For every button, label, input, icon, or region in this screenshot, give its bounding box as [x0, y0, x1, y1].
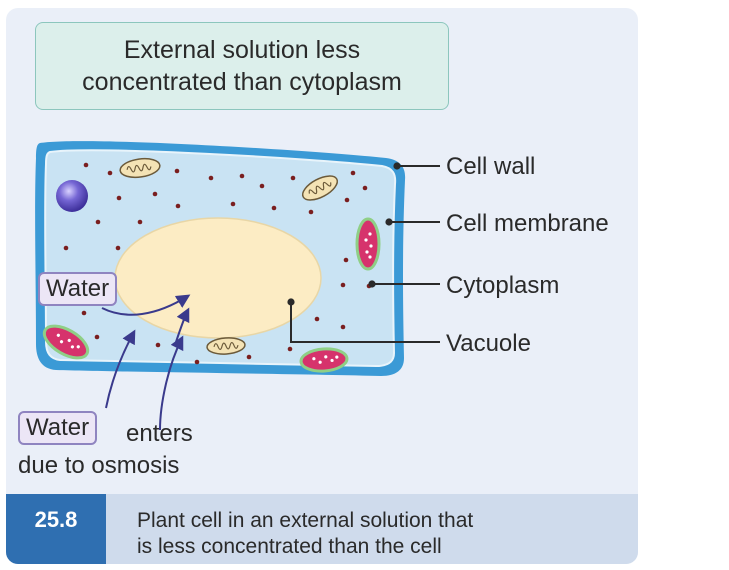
vacuole-label: Vacuole [446, 330, 531, 357]
cell-wall-label: Cell wall [446, 153, 536, 180]
cytoplasm-label: Cytoplasm [446, 272, 560, 299]
caption-text: Plant cell in an external solution that … [137, 508, 473, 560]
chloroplast [299, 347, 349, 373]
osmosis-arrows [101, 294, 191, 431]
title-line-1: External solution less [123, 36, 361, 64]
water-inside-label: Water [38, 272, 118, 306]
enters-label: enters [126, 420, 193, 447]
caption-line-1: Plant cell in an external solution that [137, 509, 474, 532]
title-box: External solution less concentrated than… [35, 22, 449, 110]
mitochondrion [206, 337, 246, 355]
water-outside-label: Water [18, 411, 98, 445]
chloroplast [42, 324, 90, 360]
figure-panel: External solution less concentrated than… [6, 8, 638, 564]
cell-membrane-label: Cell membrane [446, 210, 609, 237]
chloroplast [355, 217, 381, 271]
figure-number: 25.8 [6, 494, 106, 564]
figure-caption: 25.8 Plant cell in an external solution … [6, 494, 638, 564]
ribosomes [63, 162, 372, 365]
caption-line-2: is less concentrated than the cell [137, 535, 442, 558]
mitochondrion [301, 175, 339, 201]
osmosis-label: due to osmosis [18, 452, 180, 479]
mitochondrion [119, 157, 161, 179]
title-line-2: concentrated than cytoplasm [82, 68, 402, 96]
plant-cell-diagram [35, 141, 440, 431]
nucleus [56, 180, 88, 212]
label-lines [287, 162, 440, 343]
